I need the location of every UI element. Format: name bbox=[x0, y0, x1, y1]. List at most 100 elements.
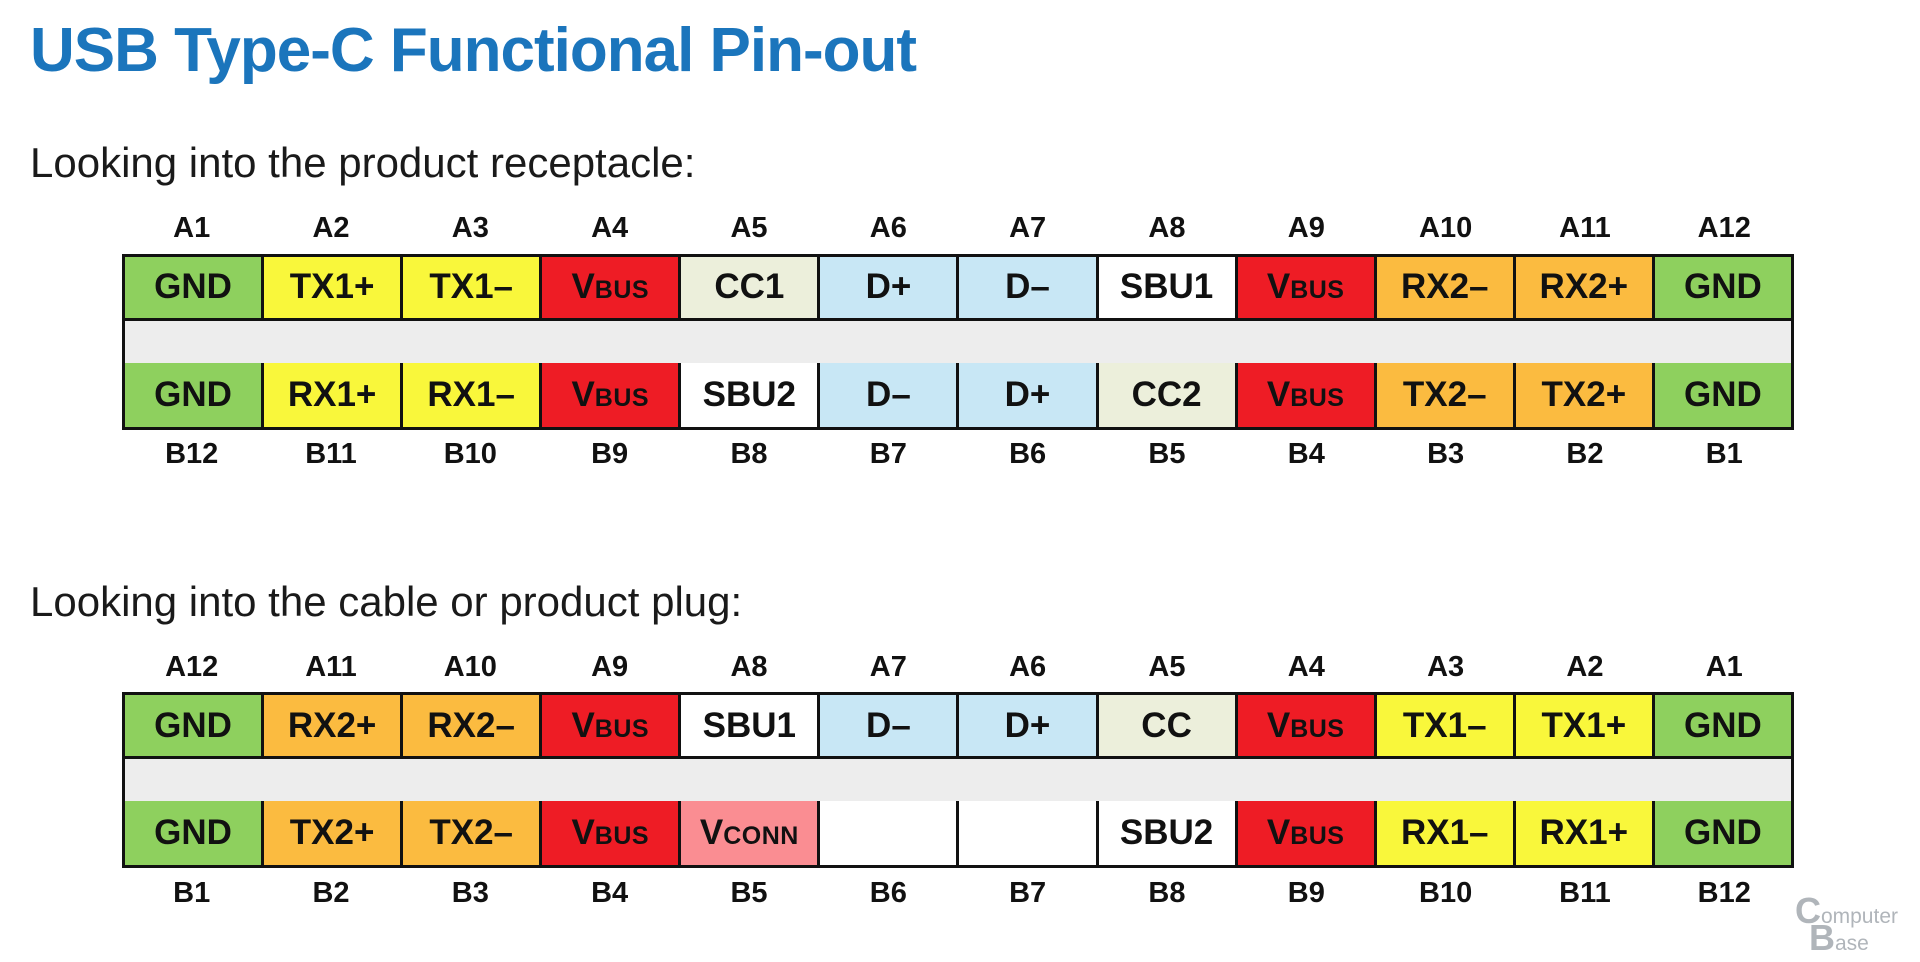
pin-number-a5: A5 bbox=[1148, 650, 1186, 683]
pin-cell-d: D– bbox=[820, 362, 960, 430]
pin-number-b10: B10 bbox=[443, 438, 497, 471]
pin-cell-label-gnd: GND bbox=[1684, 267, 1762, 307]
pin-cell-rx2: RX2– bbox=[403, 692, 543, 760]
pin-cell-label-rx2: RX2– bbox=[427, 705, 515, 745]
pin-number-a9: A9 bbox=[1287, 212, 1325, 245]
pin-cell-rx1+: RX1+ bbox=[1515, 801, 1655, 869]
pin-cell-label-d: D– bbox=[866, 705, 911, 745]
watermark-line-1: Computer bbox=[1795, 893, 1898, 929]
pin-cell-label-tx2+: TX2+ bbox=[289, 813, 375, 853]
pin-number-a6: A6 bbox=[1009, 650, 1047, 683]
pin-cell-d+: D+ bbox=[959, 692, 1099, 760]
pin-cell-label-vbus: VBUS bbox=[1266, 813, 1345, 853]
pin-cell-label-rx1: RX1– bbox=[1400, 813, 1489, 853]
pin-cell-label-tx1: TX1– bbox=[429, 267, 514, 307]
pin-number-a7: A7 bbox=[869, 650, 907, 683]
pin-number-b2: B2 bbox=[312, 876, 350, 909]
pin-cell-label-gnd: GND bbox=[1684, 374, 1762, 414]
receptacle-section: Looking into the product receptacle: A1 A… bbox=[0, 139, 1920, 479]
pin-number-a6: A6 bbox=[869, 212, 907, 245]
pin-number-a1: A1 bbox=[173, 212, 211, 245]
pin-cell-gnd: GND bbox=[122, 692, 265, 760]
pin-cell-vbus: VBUS bbox=[1237, 362, 1377, 430]
pin-number-b9: B9 bbox=[1287, 876, 1325, 909]
watermark-big-c: C bbox=[1794, 890, 1821, 932]
pin-cell-label-rx2+: RX2+ bbox=[1539, 267, 1629, 307]
pin-number-b7: B7 bbox=[869, 438, 907, 471]
pin-cell-tx1+: TX1+ bbox=[264, 253, 404, 321]
pin-number-b3: B3 bbox=[451, 876, 489, 909]
pin-number-a11: A11 bbox=[305, 650, 357, 683]
pin-number-b8: B8 bbox=[1148, 876, 1186, 909]
pin-cell-gnd: GND bbox=[1654, 801, 1794, 869]
pin-cell-label-small-vbus: BUS bbox=[1290, 383, 1345, 412]
pin-number-a3: A3 bbox=[451, 212, 489, 245]
pin-number-b7: B7 bbox=[1009, 876, 1047, 909]
pin-cell-label-vbus: VBUS bbox=[571, 267, 650, 307]
pin-cell-label-rx1: RX1– bbox=[427, 374, 515, 414]
pin-number-b5: B5 bbox=[730, 876, 768, 909]
pin-cell-blank bbox=[959, 801, 1099, 869]
pin-cell-d+: D+ bbox=[820, 253, 960, 321]
pin-cell-label-small-vbus: BUS bbox=[1290, 714, 1345, 743]
pin-number-b8: B8 bbox=[730, 438, 768, 471]
watermark-rest-omputer: omputer bbox=[1820, 905, 1898, 929]
pin-cell-vbus: VBUS bbox=[542, 692, 682, 760]
pin-cell-label-tx2: TX2– bbox=[429, 813, 514, 853]
pin-cell-gnd: GND bbox=[122, 801, 265, 869]
pin-cell-tx2: TX2– bbox=[403, 801, 543, 869]
pin-cell-vbus: VBUS bbox=[542, 253, 682, 321]
pin-number-b12: B12 bbox=[1697, 876, 1751, 909]
pin-cell-label-gnd: GND bbox=[154, 813, 232, 853]
pin-cell-label-tx1+: TX1+ bbox=[1541, 705, 1627, 745]
pin-cell-tx1+: TX1+ bbox=[1515, 692, 1655, 760]
pin-cell-label-vbus: VBUS bbox=[571, 374, 650, 414]
pin-number-a10: A10 bbox=[1419, 212, 1473, 245]
page-title: USB Type-C Functional Pin-out bbox=[30, 16, 917, 85]
receptacle-heading: Looking into the product receptacle: bbox=[30, 139, 696, 187]
pin-cell-label-cc: CC bbox=[1141, 705, 1192, 745]
pin-cell-d: D– bbox=[959, 253, 1099, 321]
pin-cell-label-cc2: CC2 bbox=[1131, 374, 1202, 414]
pin-cell-label-small-vbus: BUS bbox=[1290, 276, 1345, 305]
pin-number-a1: A1 bbox=[1705, 650, 1743, 683]
connector-spacer bbox=[122, 320, 1794, 363]
pin-number-b1: B1 bbox=[173, 876, 211, 909]
pin-number-b6: B6 bbox=[1009, 438, 1047, 471]
pin-number-b4: B4 bbox=[591, 876, 629, 909]
pin-cell-label-cc1: CC1 bbox=[714, 267, 785, 307]
pin-cell-label-tx1: TX1– bbox=[1402, 705, 1487, 745]
pin-cell-vbus: VBUS bbox=[1237, 801, 1377, 869]
pin-number-b10: B10 bbox=[1419, 876, 1473, 909]
pin-cell-rx2: RX2– bbox=[1376, 253, 1516, 321]
pin-cell-sbu1: SBU1 bbox=[1098, 253, 1238, 321]
pin-cell-label-d+: D+ bbox=[865, 267, 912, 307]
pin-number-a11: A11 bbox=[1559, 212, 1611, 245]
pin-number-b2: B2 bbox=[1566, 438, 1604, 471]
pin-cell-label-rx1+: RX1+ bbox=[287, 374, 377, 414]
pin-number-a2: A2 bbox=[1566, 650, 1604, 683]
pin-cell-d+: D+ bbox=[959, 362, 1099, 430]
watermark-line-2: Base bbox=[1809, 919, 1898, 955]
computerbase-watermark: Computer Base bbox=[1795, 893, 1898, 955]
pin-cell-rx2+: RX2+ bbox=[1515, 253, 1655, 321]
pin-cell-rx1: RX1– bbox=[1376, 801, 1516, 869]
pin-cell-rx2+: RX2+ bbox=[264, 692, 404, 760]
pin-cell-label-d: D– bbox=[866, 374, 911, 414]
pin-number-a7: A7 bbox=[1009, 212, 1047, 245]
pin-cell-tx1: TX1– bbox=[403, 253, 543, 321]
pin-cell-label-gnd: GND bbox=[154, 374, 232, 414]
pin-cell-label-d+: D+ bbox=[1004, 705, 1051, 745]
pin-cell-label-d: D– bbox=[1005, 267, 1050, 307]
pin-number-b1: B1 bbox=[1705, 438, 1743, 471]
pin-cell-label-sbu1: SBU1 bbox=[1119, 267, 1214, 307]
pin-cell-vbus: VBUS bbox=[542, 801, 682, 869]
pin-number-b11: B11 bbox=[305, 438, 357, 471]
pin-cell-cc1: CC1 bbox=[681, 253, 821, 321]
